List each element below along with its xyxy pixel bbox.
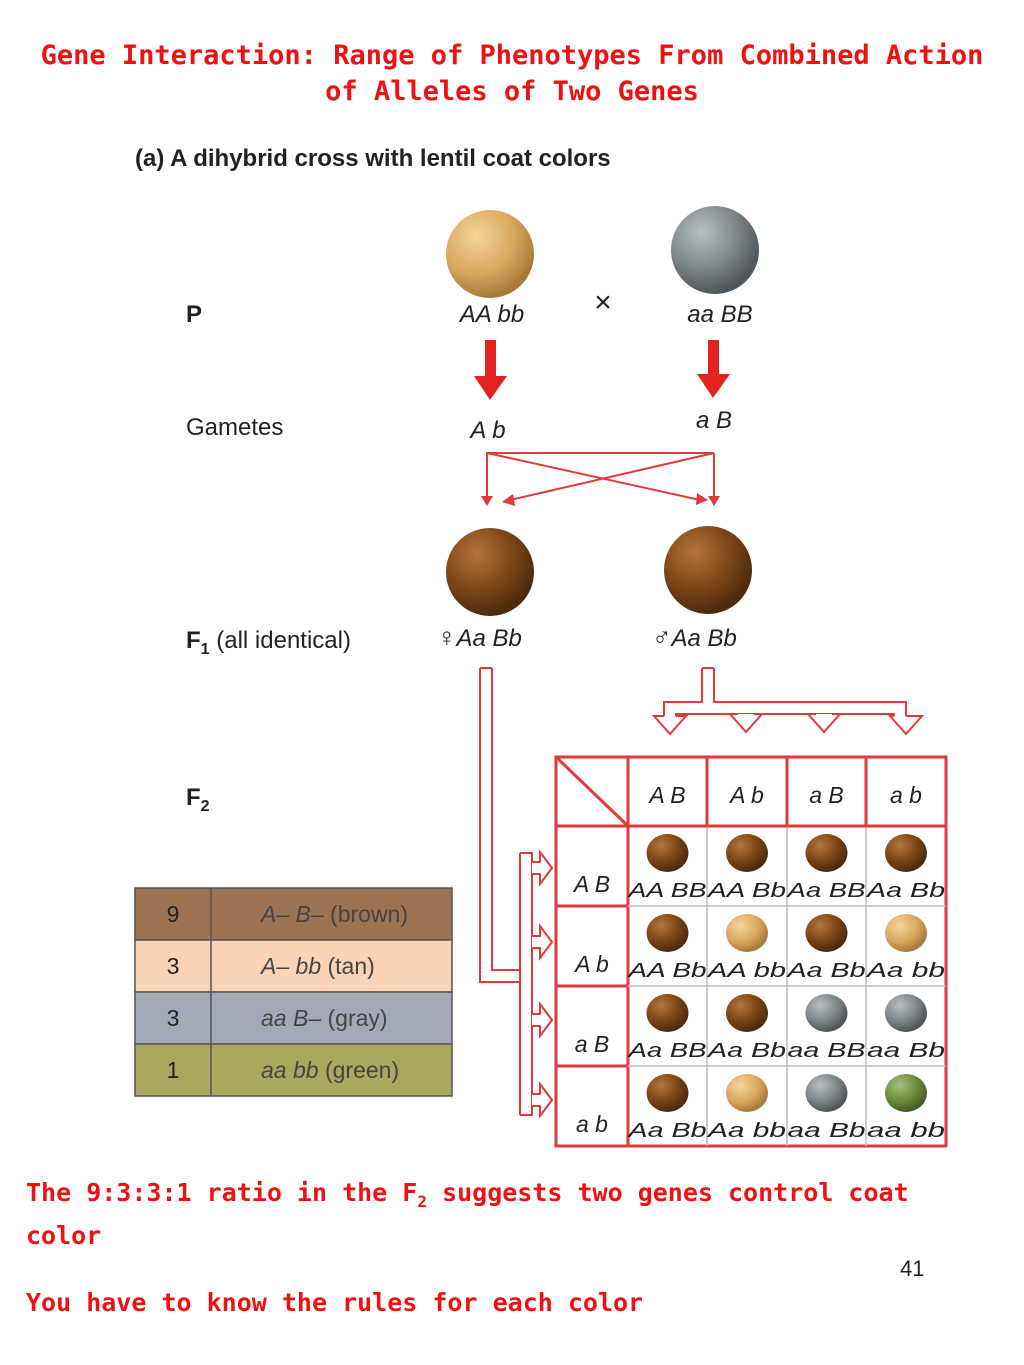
row-label-p: P	[186, 301, 202, 328]
punnett-cell-genotype: AA BB	[627, 880, 706, 902]
row-label-gametes: Gametes	[186, 414, 283, 441]
f1-female-hollow-arrows	[479, 667, 554, 1119]
pea-brown	[885, 834, 927, 872]
row-label-f2: F2	[186, 784, 210, 815]
punnett-cell-genotype: AA Bb	[627, 960, 706, 982]
punnett-cell-genotype: AA Bb	[707, 880, 786, 902]
parent-right-genotype: aa BB	[687, 301, 752, 328]
ratio-row	[134, 1043, 453, 1097]
pea-brown	[726, 994, 768, 1032]
f1-female-genotype: ♀Aa Bb	[437, 622, 522, 652]
ratio-row	[134, 939, 453, 993]
pea-green	[885, 1074, 927, 1112]
parent-left-arrow	[474, 340, 507, 400]
punnett-row-header: a B	[575, 1031, 610, 1057]
gamete-cross-arrowheads	[481, 493, 720, 506]
punnett-corner-diagonal	[554, 755, 630, 828]
ratio-phenotype: A– bb (tan)	[259, 953, 375, 979]
punnett-cell-genotype: AA bb	[707, 960, 786, 982]
gamete-cross-lines	[486, 452, 715, 501]
punnett-row-header: a b	[576, 1111, 608, 1137]
ratio-row	[134, 991, 453, 1045]
ratio-count: 3	[167, 953, 180, 979]
punnett-row-header: A B	[572, 871, 610, 897]
parent-right-pea	[671, 206, 759, 294]
parent-left-pea	[446, 210, 534, 298]
ratio-phenotype: aa B– (gray)	[261, 1005, 388, 1031]
pea-gray	[885, 994, 927, 1032]
gamete-right: a B	[696, 407, 732, 434]
pea-tan	[726, 1074, 768, 1112]
note-rules: You have to know the rules for each colo…	[26, 1288, 644, 1317]
pea-brown	[805, 914, 848, 952]
punnett-cell-genotype: Aa Bb	[707, 1040, 786, 1062]
pea-brown	[646, 834, 689, 872]
f1-male-pea	[664, 526, 752, 614]
punnett-cell-genotype: Aa Bb	[866, 880, 945, 902]
f1-male-hollow-arrows	[651, 667, 925, 736]
row-label-f1: F1 (all identical)	[186, 627, 351, 658]
pea-tan	[726, 914, 768, 952]
punnett-cell-genotype: Aa Bb	[627, 1120, 706, 1142]
pea-gray	[805, 1074, 848, 1112]
parent-left-genotype: AA bb	[458, 301, 525, 328]
pea-gray	[805, 994, 848, 1032]
parent-right-arrow	[697, 340, 730, 398]
ratio-phenotype: aa bb (green)	[261, 1057, 399, 1083]
f1-male-genotype: ♂Aa Bb	[652, 622, 737, 652]
figure-subtitle: (a) A dihybrid cross with lentil coat co…	[135, 145, 611, 172]
punnett-cell-genotype: Aa Bb	[786, 960, 865, 982]
pea-brown	[646, 914, 689, 952]
pea-brown	[646, 1074, 689, 1112]
punnett-cell-genotype: aa bb	[867, 1120, 945, 1142]
page-number: 41	[900, 1256, 925, 1281]
ratio-count: 9	[167, 901, 180, 927]
pea-brown	[805, 834, 848, 872]
ratio-count: 3	[167, 1005, 180, 1031]
gamete-left: A b	[468, 417, 505, 444]
ratio-count: 1	[167, 1057, 180, 1083]
punnett-cell-genotype: aa Bb	[867, 1040, 945, 1062]
punnett-cell-genotype: aa BB	[788, 1040, 866, 1062]
phenotype-ratio-table: 9 A– B– (brown) 3 A– bb (tan) 3 aa B– (gray) 1…	[134, 887, 453, 1097]
cross-symbol: ×	[594, 286, 612, 319]
punnett-row-header: A b	[573, 951, 609, 977]
punnett-cell-genotype: Aa BB	[786, 880, 865, 902]
punnett-cell-genotype: Aa bb	[866, 960, 945, 982]
punnett-col-header: A B	[647, 782, 685, 808]
pea-brown	[646, 994, 689, 1032]
punnett-cell-genotype: Aa BB	[627, 1040, 706, 1062]
ratio-phenotype: A– B– (brown)	[259, 901, 408, 927]
punnett-col-header: a B	[809, 782, 844, 808]
note-ratio: The 9:3:3:1 ratio in the F2 suggests two…	[26, 1178, 909, 1250]
pea-brown	[726, 834, 768, 872]
punnett-cell-genotype: Aa bb	[707, 1120, 786, 1142]
f1-female-pea	[446, 528, 534, 616]
punnett-cell-genotype: aa Bb	[788, 1120, 866, 1142]
page-title: Gene Interaction: Range of Phenotypes Fr…	[40, 40, 984, 107]
punnett-col-header: A b	[728, 782, 764, 808]
ratio-row	[134, 887, 453, 941]
punnett-col-header: a b	[890, 782, 922, 808]
pea-tan	[885, 914, 927, 952]
